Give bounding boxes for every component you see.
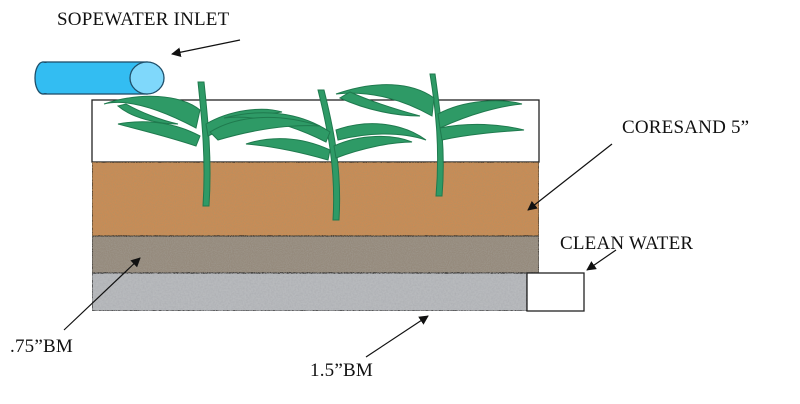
clean-water-label: CLEAN WATER — [560, 233, 694, 254]
bm-075-layer — [91, 235, 540, 274]
plant-right — [335, 73, 525, 197]
bm-15-layer — [91, 272, 528, 312]
bm-15-arrow — [365, 315, 429, 358]
coresand-label: CORESAND 5” — [622, 117, 750, 138]
inlet-pipe — [34, 61, 165, 95]
coresand-arrow — [527, 143, 613, 211]
plant-middle — [209, 89, 427, 221]
bm-15-label: 1.5”BM — [310, 360, 373, 381]
inlet-arrow — [171, 39, 241, 57]
clean-water-arrow — [586, 249, 617, 271]
coresand-layer — [91, 161, 540, 237]
inlet-label: SOPEWATER INLET — [57, 9, 230, 30]
bm-075-label: .75”BM — [10, 336, 73, 357]
clean-water-outlet — [526, 272, 585, 312]
bm-075-arrow — [63, 257, 141, 331]
